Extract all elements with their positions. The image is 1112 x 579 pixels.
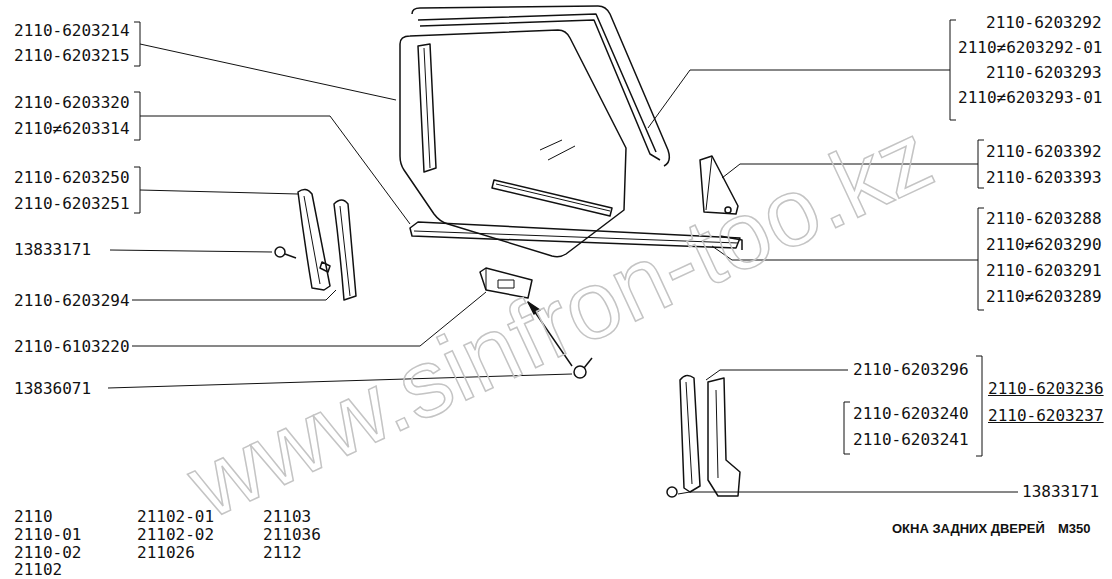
part-number: 2110-6203214 [14, 22, 130, 40]
part-number: 2110≠6203314 [14, 120, 130, 138]
callout-number: 13833171 [14, 241, 91, 259]
model-code: 21102-02 [137, 526, 214, 544]
model-code: 211026 [137, 544, 195, 562]
part-number: 2110-6203393 [986, 169, 1102, 187]
part-number: 2110-6203241 [853, 431, 969, 449]
part-number: 2110-6203294 [14, 292, 130, 310]
part-number: 2110-6203240 [853, 405, 969, 423]
model-code: 21102 [14, 561, 62, 579]
part-number: 2110-6203293 [986, 64, 1102, 82]
part-number: 2110≠6203293-01 [958, 89, 1103, 107]
part-number: 2110-6203392 [986, 143, 1102, 161]
part-number: 2110-6203288 [986, 210, 1102, 228]
part-number: 2110≠6203289 [986, 288, 1102, 306]
sheet-number: M350 [1058, 521, 1091, 537]
part-number: 2110-6203292 [986, 14, 1102, 32]
model-code: 21103 [263, 508, 311, 526]
watermark: www.sinfron-too.kz [174, 104, 946, 535]
callout-number: 13836071 [14, 380, 91, 398]
part-number: 2110-6203291 [986, 262, 1102, 280]
part-number: 2110-6203236 [988, 380, 1104, 398]
part-number: 2110-6203251 [14, 195, 130, 213]
model-code: 2112 [263, 544, 302, 562]
part-number: 2110-6203250 [14, 169, 130, 187]
part-number: 2110≠6203292-01 [958, 39, 1103, 57]
callout-number: 13833171 [1022, 483, 1099, 501]
model-code: 2110-02 [14, 544, 81, 562]
part-number: 2110-6203237 [988, 407, 1104, 425]
part-number: 2110-6103220 [14, 338, 130, 356]
model-code: 2110-01 [14, 526, 81, 544]
part-number: 2110-6203320 [14, 94, 130, 112]
part-number: 2110≠6203290 [986, 236, 1102, 254]
sheet-title: ОКНА ЗАДНИХ ДВЕРЕЙ [892, 521, 1045, 537]
model-code: 21102-01 [137, 508, 214, 526]
part-number: 2110-6203215 [14, 47, 130, 65]
part-number: 2110-6203296 [853, 361, 969, 379]
model-code: 2110 [14, 508, 53, 526]
model-code: 211036 [263, 526, 321, 544]
